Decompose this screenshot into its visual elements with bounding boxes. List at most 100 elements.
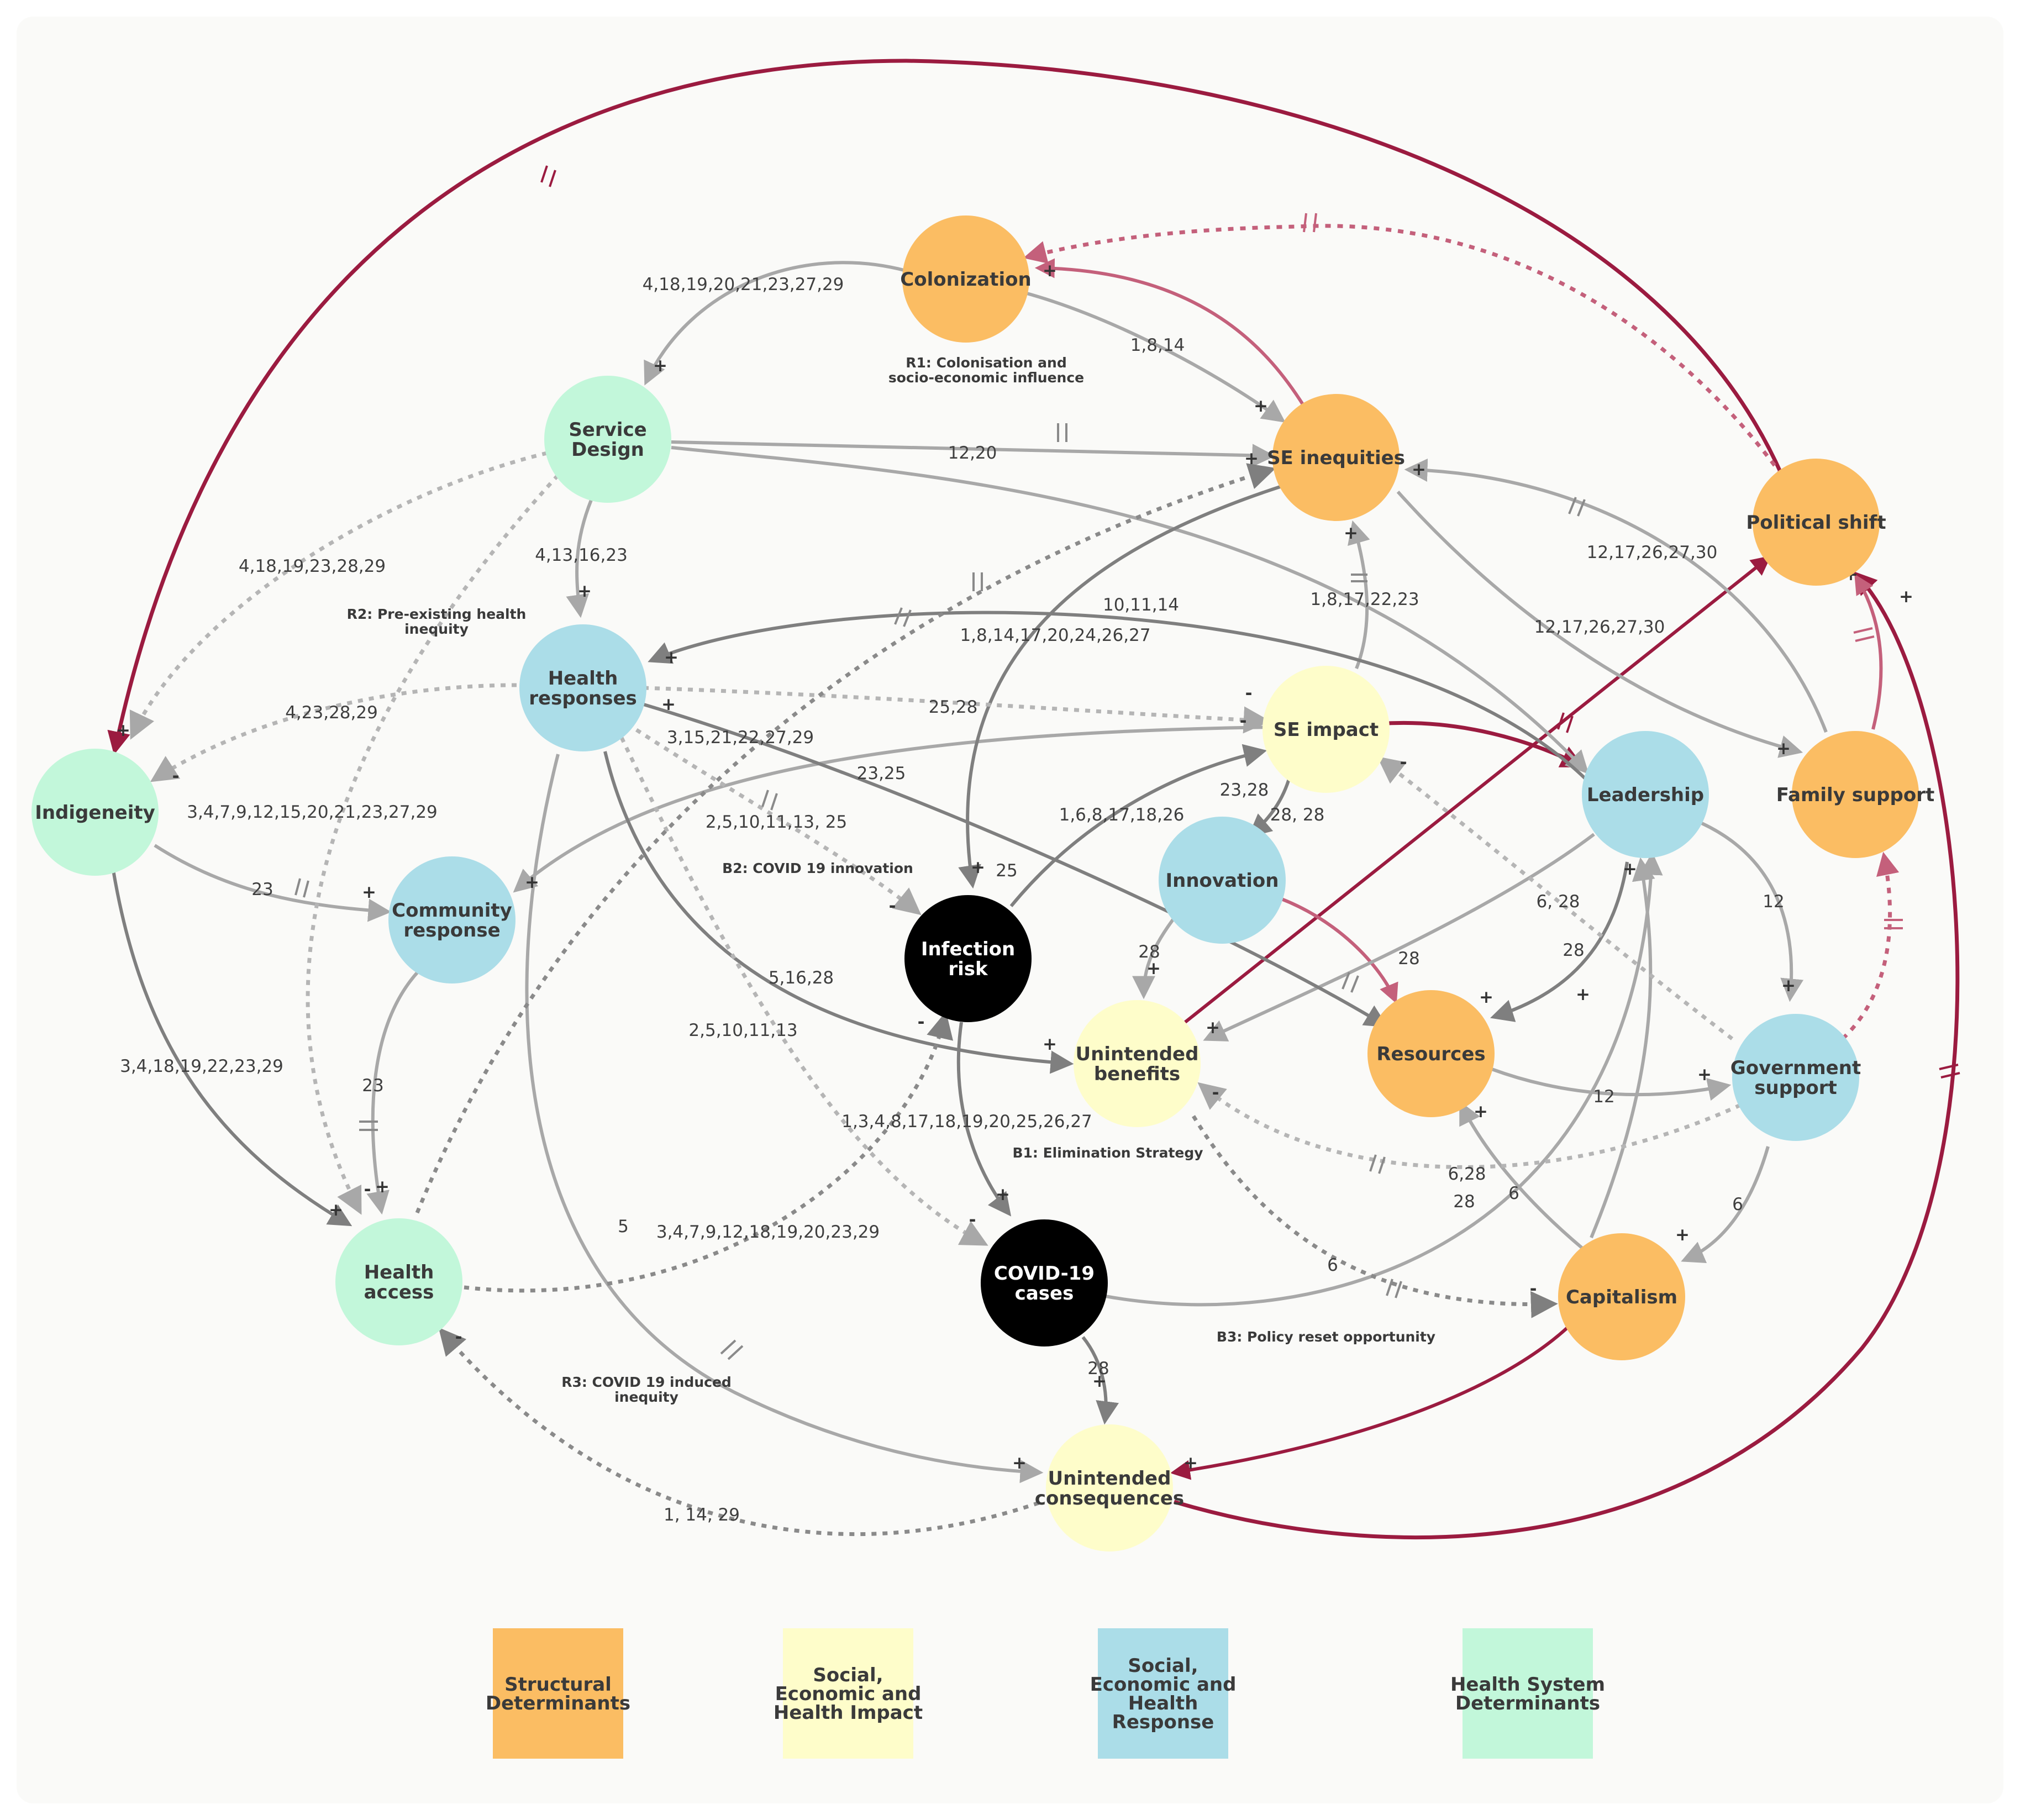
polarity-positive: + xyxy=(1781,976,1796,996)
edge-infection-risk-to-covid-cases xyxy=(956,1022,1012,1217)
node-circle xyxy=(1558,1233,1685,1360)
edge-health-responses-to-indigeneity xyxy=(150,683,517,782)
node-leadership: Leadership xyxy=(1582,731,1709,858)
polarity-negative: - xyxy=(918,1012,925,1032)
edge-se-inequities-to-colonization xyxy=(1034,258,1306,407)
edge-label: 2,5,10,11,13 xyxy=(688,1021,797,1040)
edge-indigeneity-to-health-access xyxy=(112,870,353,1227)
edge-se-impact-to-se-inequities xyxy=(1348,520,1370,670)
edge-capitalism-to-resources xyxy=(1459,1101,1584,1250)
edge-innovation-to-resources xyxy=(1270,893,1398,1004)
edge-label: 1,6,8,17,18,26 xyxy=(1059,805,1185,825)
node-resources: Resources xyxy=(1367,990,1495,1117)
loop-label: B1: Elimination Strategy xyxy=(1012,1145,1203,1161)
polarity-positive: + xyxy=(375,1177,390,1197)
polarity-positive: + xyxy=(1576,985,1590,1004)
edge-label: 1,8,17,22,23 xyxy=(1310,590,1419,609)
polarity-positive: + xyxy=(1146,959,1161,979)
edge-label: 28, 28 xyxy=(1270,805,1325,825)
polarity-negative: - xyxy=(1245,683,1253,703)
node-circle xyxy=(388,856,515,983)
edge-resources-to-government-support xyxy=(1491,1067,1732,1101)
edge-infection-risk-to-se-impact xyxy=(1009,744,1267,907)
polarity-negative: - xyxy=(1212,1083,1219,1103)
loop-label: B2: COVID 19 innovation xyxy=(722,860,913,876)
edge-government-support-to-family-support xyxy=(1841,851,1900,1040)
node-circle xyxy=(1732,1014,1859,1141)
node-circle xyxy=(902,215,1029,343)
polarity-positive: + xyxy=(525,872,539,892)
edge-label: 25 xyxy=(996,861,1017,881)
polarity-positive: + xyxy=(1474,1102,1488,1122)
edge-label: 12,17,26,27,30 xyxy=(1534,617,1665,637)
polarity-negative: - xyxy=(1240,711,1247,731)
polarity-positive: + xyxy=(996,1185,1010,1204)
node-circle xyxy=(904,895,1032,1022)
edge-label: 4,13,16,23 xyxy=(535,545,628,565)
node-se-impact: SE impact xyxy=(1262,666,1390,793)
edge-label: 4,18,19,23,28,29 xyxy=(239,556,386,576)
polarity-positive: + xyxy=(1183,1453,1198,1473)
edge-label: 28 xyxy=(1563,940,1584,960)
edge-political-shift-to-colonization xyxy=(1023,224,1784,477)
delay-marks xyxy=(294,165,1960,1360)
polarity-positive: + xyxy=(1043,1034,1057,1054)
edge-label: 28 xyxy=(1138,942,1160,962)
node-circle xyxy=(1367,990,1495,1117)
edge-label: 28 xyxy=(1087,1359,1109,1379)
edge-label: 12,20 xyxy=(948,443,997,463)
node-circle xyxy=(1159,817,1286,944)
edge-government-support-to-unintended-benefits xyxy=(1197,1082,1742,1169)
node-circle xyxy=(544,376,671,503)
edge-label: 10,11,14 xyxy=(1103,595,1179,615)
edge-label: 6 xyxy=(1732,1195,1743,1214)
edge-label: 5,16,28 xyxy=(769,968,834,988)
node-label: Indigeneity xyxy=(35,802,155,824)
polarity-positive: + xyxy=(653,356,667,376)
node-label: Family support xyxy=(1776,784,1934,806)
polarity-negative: - xyxy=(969,1210,976,1230)
edge-se-impact-to-community-response xyxy=(513,725,1324,893)
polarity-negative: - xyxy=(172,766,180,786)
polarity-positive: + xyxy=(1092,1371,1107,1391)
legend-swatch xyxy=(783,1628,913,1759)
edge-health-responses-to-covid-cases xyxy=(619,737,988,1246)
edge-label: 1,8,14 xyxy=(1130,335,1185,355)
node-circle xyxy=(335,1218,462,1345)
edge-service-design-to-health-responses xyxy=(566,499,593,618)
polarity-negative: - xyxy=(364,1180,371,1200)
edge-unintended-consequences-to-political-shift xyxy=(1173,571,1960,1539)
edge-se-inequities-to-family-support xyxy=(1396,490,1803,758)
node-circle xyxy=(981,1219,1108,1346)
edge-leadership-to-resources xyxy=(1490,861,1629,1022)
edge-family-support-to-se-inequities xyxy=(1404,458,1828,733)
polarity-positive: + xyxy=(1697,1065,1712,1085)
loop-label: R1: Colonisation and xyxy=(906,355,1067,371)
edge-health-access-to-se-inequities xyxy=(415,463,1276,1214)
node-circle xyxy=(31,749,159,876)
edge-label: 6 xyxy=(1327,1255,1338,1275)
polarity-positive: + xyxy=(1899,587,1913,607)
edge-colonization-to-service-design xyxy=(644,261,907,386)
edge-service-design-to-health-access xyxy=(306,474,560,1215)
node-circle xyxy=(1582,731,1709,858)
node-circle xyxy=(1046,1424,1173,1551)
node-label: SE inequities xyxy=(1267,447,1405,469)
node-label: Leadership xyxy=(1587,784,1704,806)
polarity-negative: - xyxy=(1530,1279,1537,1299)
edge-government-support-to-capitalism xyxy=(1681,1146,1770,1264)
edge-health-responses-to-infection-risk xyxy=(626,722,922,916)
